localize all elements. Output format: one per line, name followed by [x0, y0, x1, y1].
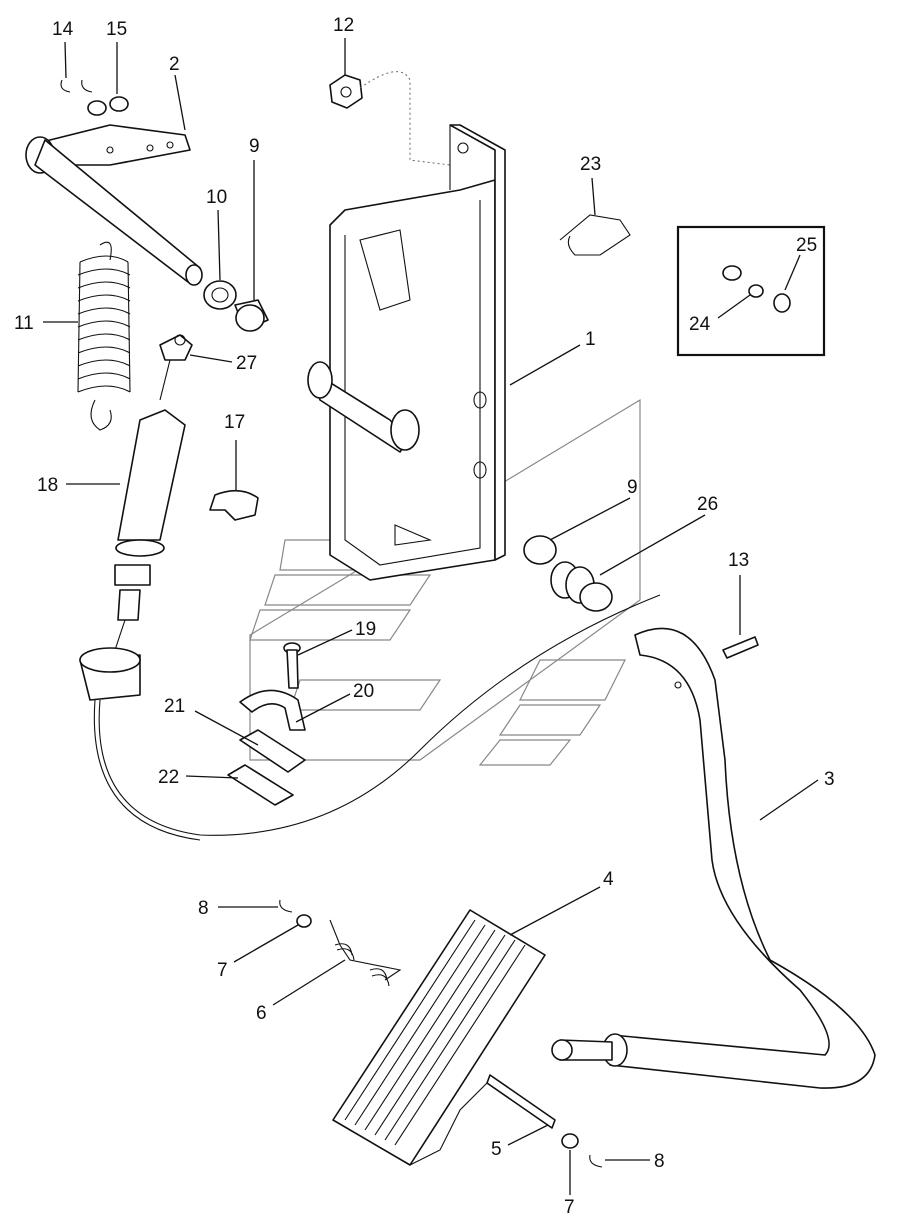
pedal-spring — [329, 919, 402, 987]
cable-clip — [209, 489, 259, 521]
lever-shaft — [25, 124, 203, 286]
callout-15: 15 — [106, 19, 127, 40]
spacer-plates — [227, 729, 306, 806]
bushings-lower — [523, 535, 613, 612]
callout-8-upper: 8 — [198, 898, 209, 919]
callout-20: 20 — [353, 681, 374, 702]
inset-box — [676, 225, 826, 357]
callout-22: 22 — [158, 767, 179, 788]
callout-18: 18 — [37, 475, 58, 496]
callout-19: 19 — [355, 619, 376, 640]
callout-10: 10 — [206, 187, 227, 208]
roll-pin — [722, 636, 759, 659]
callout-2: 2 — [169, 54, 180, 75]
callout-4: 4 — [603, 869, 614, 890]
callout-6: 6 — [256, 1003, 267, 1024]
callout-25: 25 — [796, 235, 817, 256]
callout-11: 11 — [14, 313, 34, 334]
callout-24: 24 — [689, 314, 711, 335]
clip-and-washer — [60, 79, 129, 116]
pedal-arm — [551, 627, 876, 1089]
callout-14: 14 — [52, 19, 74, 40]
flange-nut — [329, 71, 451, 166]
callout-8-lower: 8 — [654, 1151, 665, 1172]
callout-5: 5 — [491, 1139, 502, 1160]
washers-and-clips — [279, 899, 603, 1168]
throttle-cable — [79, 409, 661, 841]
spring-clip — [559, 214, 631, 256]
leader-lines — [43, 38, 819, 1195]
callout-21: 21 — [164, 696, 185, 717]
callout-7-lower: 7 — [564, 1197, 575, 1218]
callout-17: 17 — [224, 412, 245, 433]
callout-23: 23 — [580, 154, 601, 175]
callout-12: 12 — [333, 15, 354, 36]
callout-labels: 14 15 2 12 9 10 23 11 27 25 24 1 17 18 9… — [14, 15, 835, 1218]
pedal-pad — [332, 909, 546, 1166]
cable-clamp — [159, 334, 193, 401]
return-spring — [77, 241, 131, 431]
screw-and-clamp — [239, 642, 306, 731]
callout-3: 3 — [824, 769, 835, 790]
callout-26: 26 — [697, 494, 718, 515]
callout-9-lower: 9 — [627, 477, 638, 498]
callout-1: 1 — [585, 329, 596, 350]
callout-9-upper: 9 — [249, 136, 260, 157]
bushings-upper — [203, 280, 269, 332]
callout-13: 13 — [728, 550, 749, 571]
callout-27: 27 — [236, 353, 257, 374]
pedal-bracket — [307, 124, 506, 581]
callout-7-upper: 7 — [217, 960, 228, 981]
